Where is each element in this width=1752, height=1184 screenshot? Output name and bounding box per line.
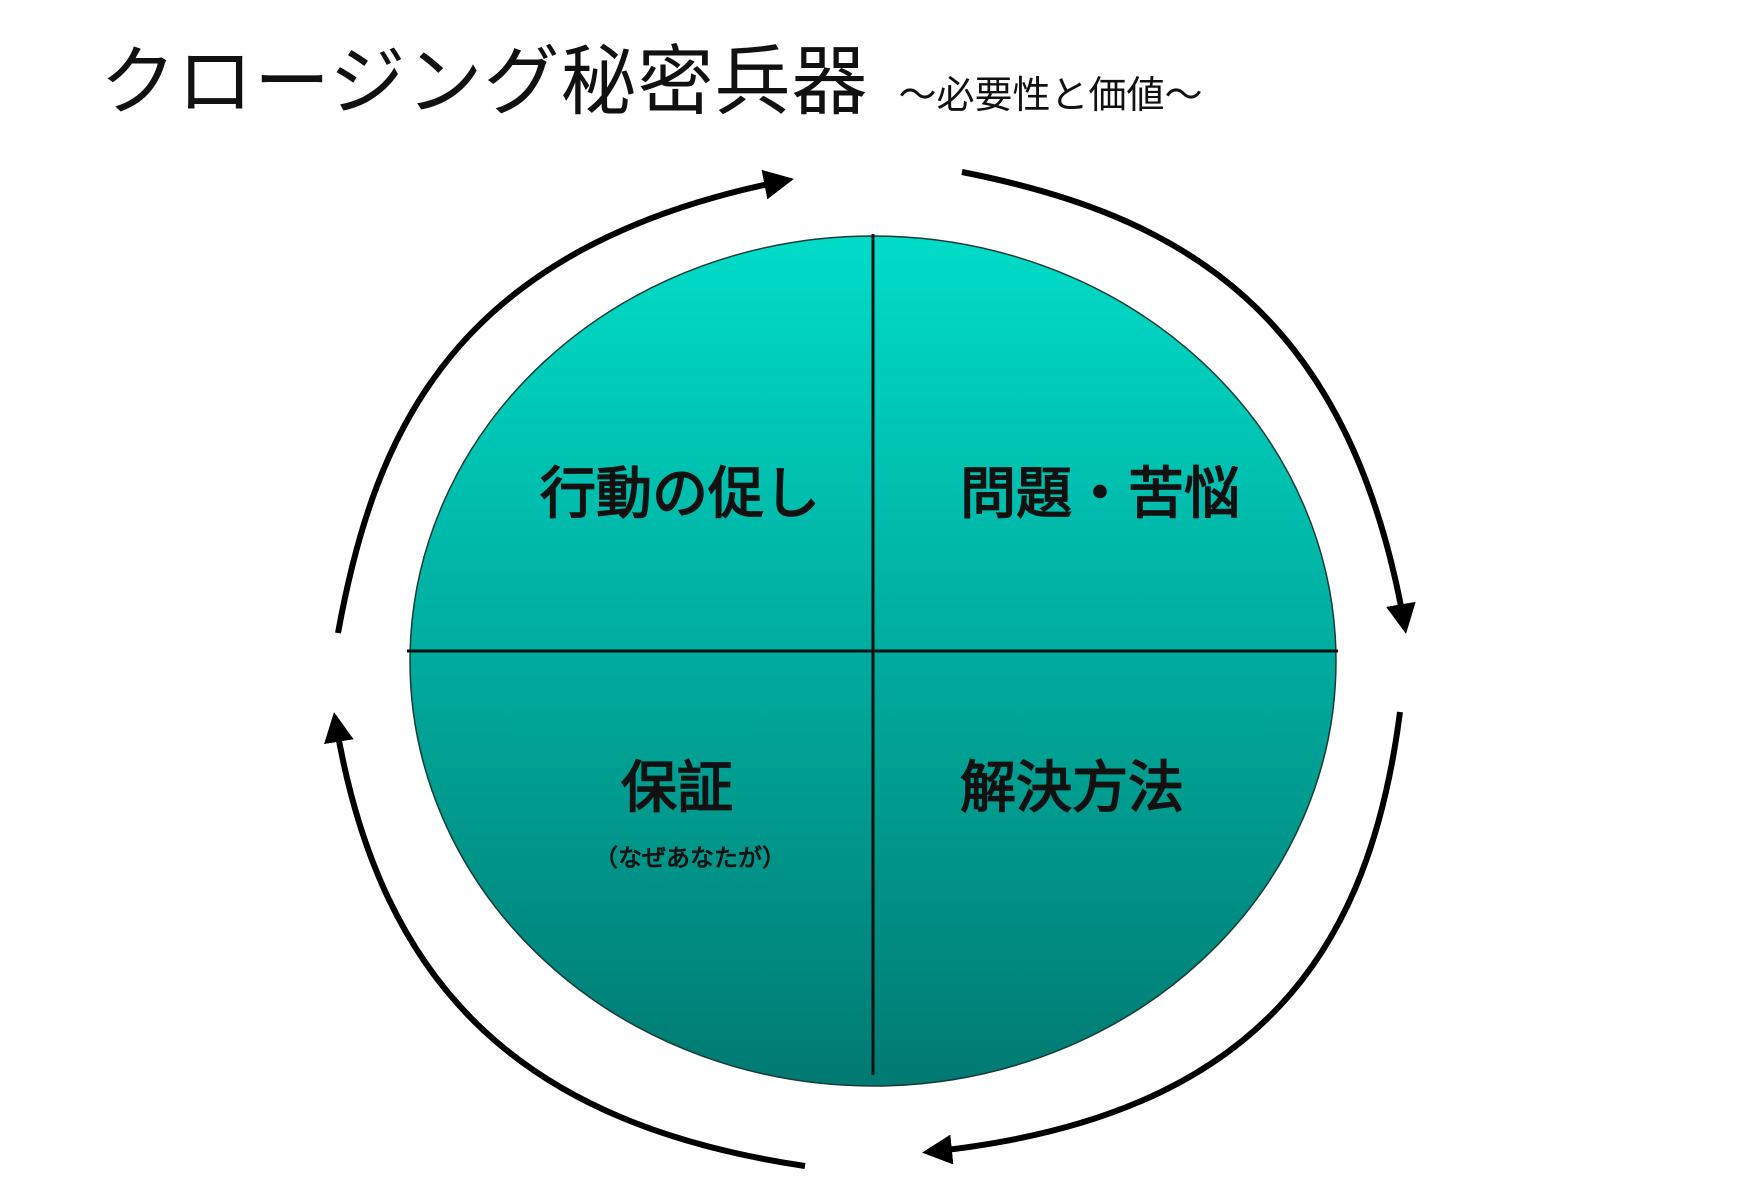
quadrant-bottom-right-label: 解決方法 [960,756,1184,821]
title-main: クロージング秘密兵器 [100,37,869,126]
quadrant-bottom-left-label: 保証 [621,756,733,821]
quadrant-top-left-label: 行動の促し [540,462,820,527]
title-subtitle: 〜必要性と価値〜 [898,73,1203,117]
cycle-arrow-top-left [335,169,794,634]
quadrant-bottom-left-note: （なぜあなたが） [594,844,786,872]
slide-title: クロージング秘密兵器〜必要性と価値〜 [100,20,1203,130]
quadrant-top-right-label: 問題・苦悩 [960,462,1240,527]
cycle-arrow-bottom-left [324,712,806,1169]
cycle-arrow-bottom-right [922,711,1403,1165]
cycle-arrow-top-right [961,169,1416,634]
